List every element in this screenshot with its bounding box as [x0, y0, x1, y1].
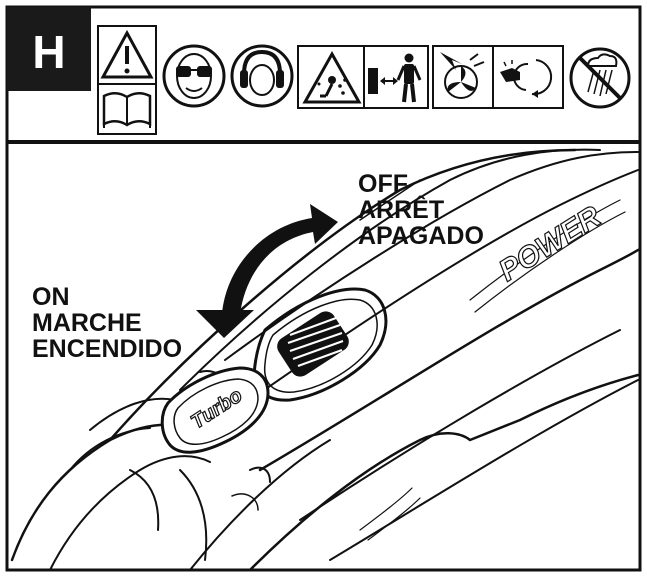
rotating-fan-hazard-icon: [440, 52, 485, 99]
flying-debris-icon: [302, 50, 362, 104]
hand-injury-icon: [500, 59, 553, 98]
warning-triangle-icon: [100, 29, 154, 79]
on-label-es: ENCENDIDO: [32, 335, 182, 363]
debris-bystander-group: [297, 45, 429, 109]
on-off-arrow: [196, 204, 338, 338]
warning-manual-group: [97, 25, 157, 135]
power-switch: [277, 311, 349, 377]
no-rain-icon: [569, 47, 631, 109]
on-label-en: ON: [32, 283, 70, 311]
off-label-es: APAGADO: [358, 222, 484, 250]
ear-protection-icon: [230, 44, 294, 108]
fan-hand-group: [432, 45, 564, 109]
eye-protection-icon: [162, 44, 226, 108]
blower-illustration: [10, 148, 640, 572]
off-label-en: OFF: [358, 170, 408, 198]
section-badge: H: [7, 7, 91, 91]
on-label-fr: MARCHE: [32, 309, 142, 337]
section-letter: H: [32, 26, 65, 78]
keep-bystanders-away-icon: [368, 53, 422, 103]
read-manual-icon: [102, 92, 152, 128]
off-label-fr: ARRÊT: [358, 194, 444, 224]
